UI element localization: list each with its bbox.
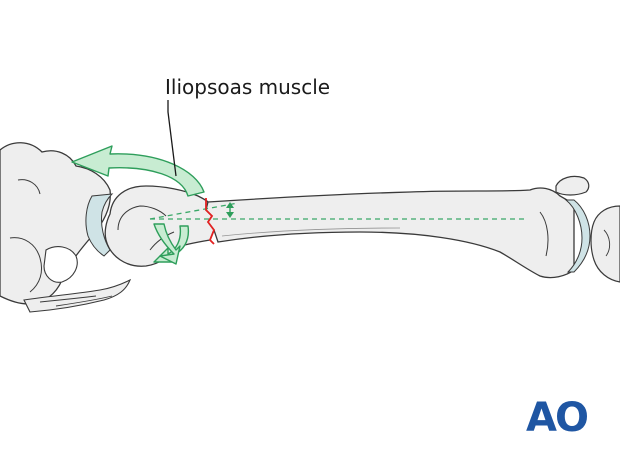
pelvis-detail-line	[9, 237, 43, 293]
fracture-line	[205, 198, 216, 245]
patella	[555, 175, 590, 196]
iliopsoas-muscle-label: Iliopsoas muscle	[165, 75, 330, 99]
proximal-fragment-axis-line	[149, 202, 239, 220]
knee-cartilage	[564, 199, 591, 273]
shaft-cortex-line	[221, 227, 401, 237]
obturator-opening	[43, 246, 78, 283]
pubic-ramus-detail	[55, 295, 113, 307]
distal-femur-condyle-line	[539, 211, 549, 257]
label-leader-line	[167, 100, 177, 177]
tibia	[590, 205, 620, 283]
pelvis	[0, 142, 132, 313]
pubic-ramus	[23, 278, 132, 313]
trochanter-contour	[149, 231, 175, 251]
rotation-arrow-distal-icon	[153, 223, 181, 265]
femoral-head-contour	[117, 205, 167, 231]
angle-marker-icon	[226, 202, 234, 218]
pubic-ramus-detail	[39, 295, 97, 303]
femoral-shaft	[205, 187, 575, 279]
rotation-arrow-proximal-icon	[71, 145, 205, 197]
tibia-detail	[603, 229, 611, 257]
ao-logo: AO	[526, 395, 587, 441]
pelvis-detail-line	[17, 179, 41, 195]
